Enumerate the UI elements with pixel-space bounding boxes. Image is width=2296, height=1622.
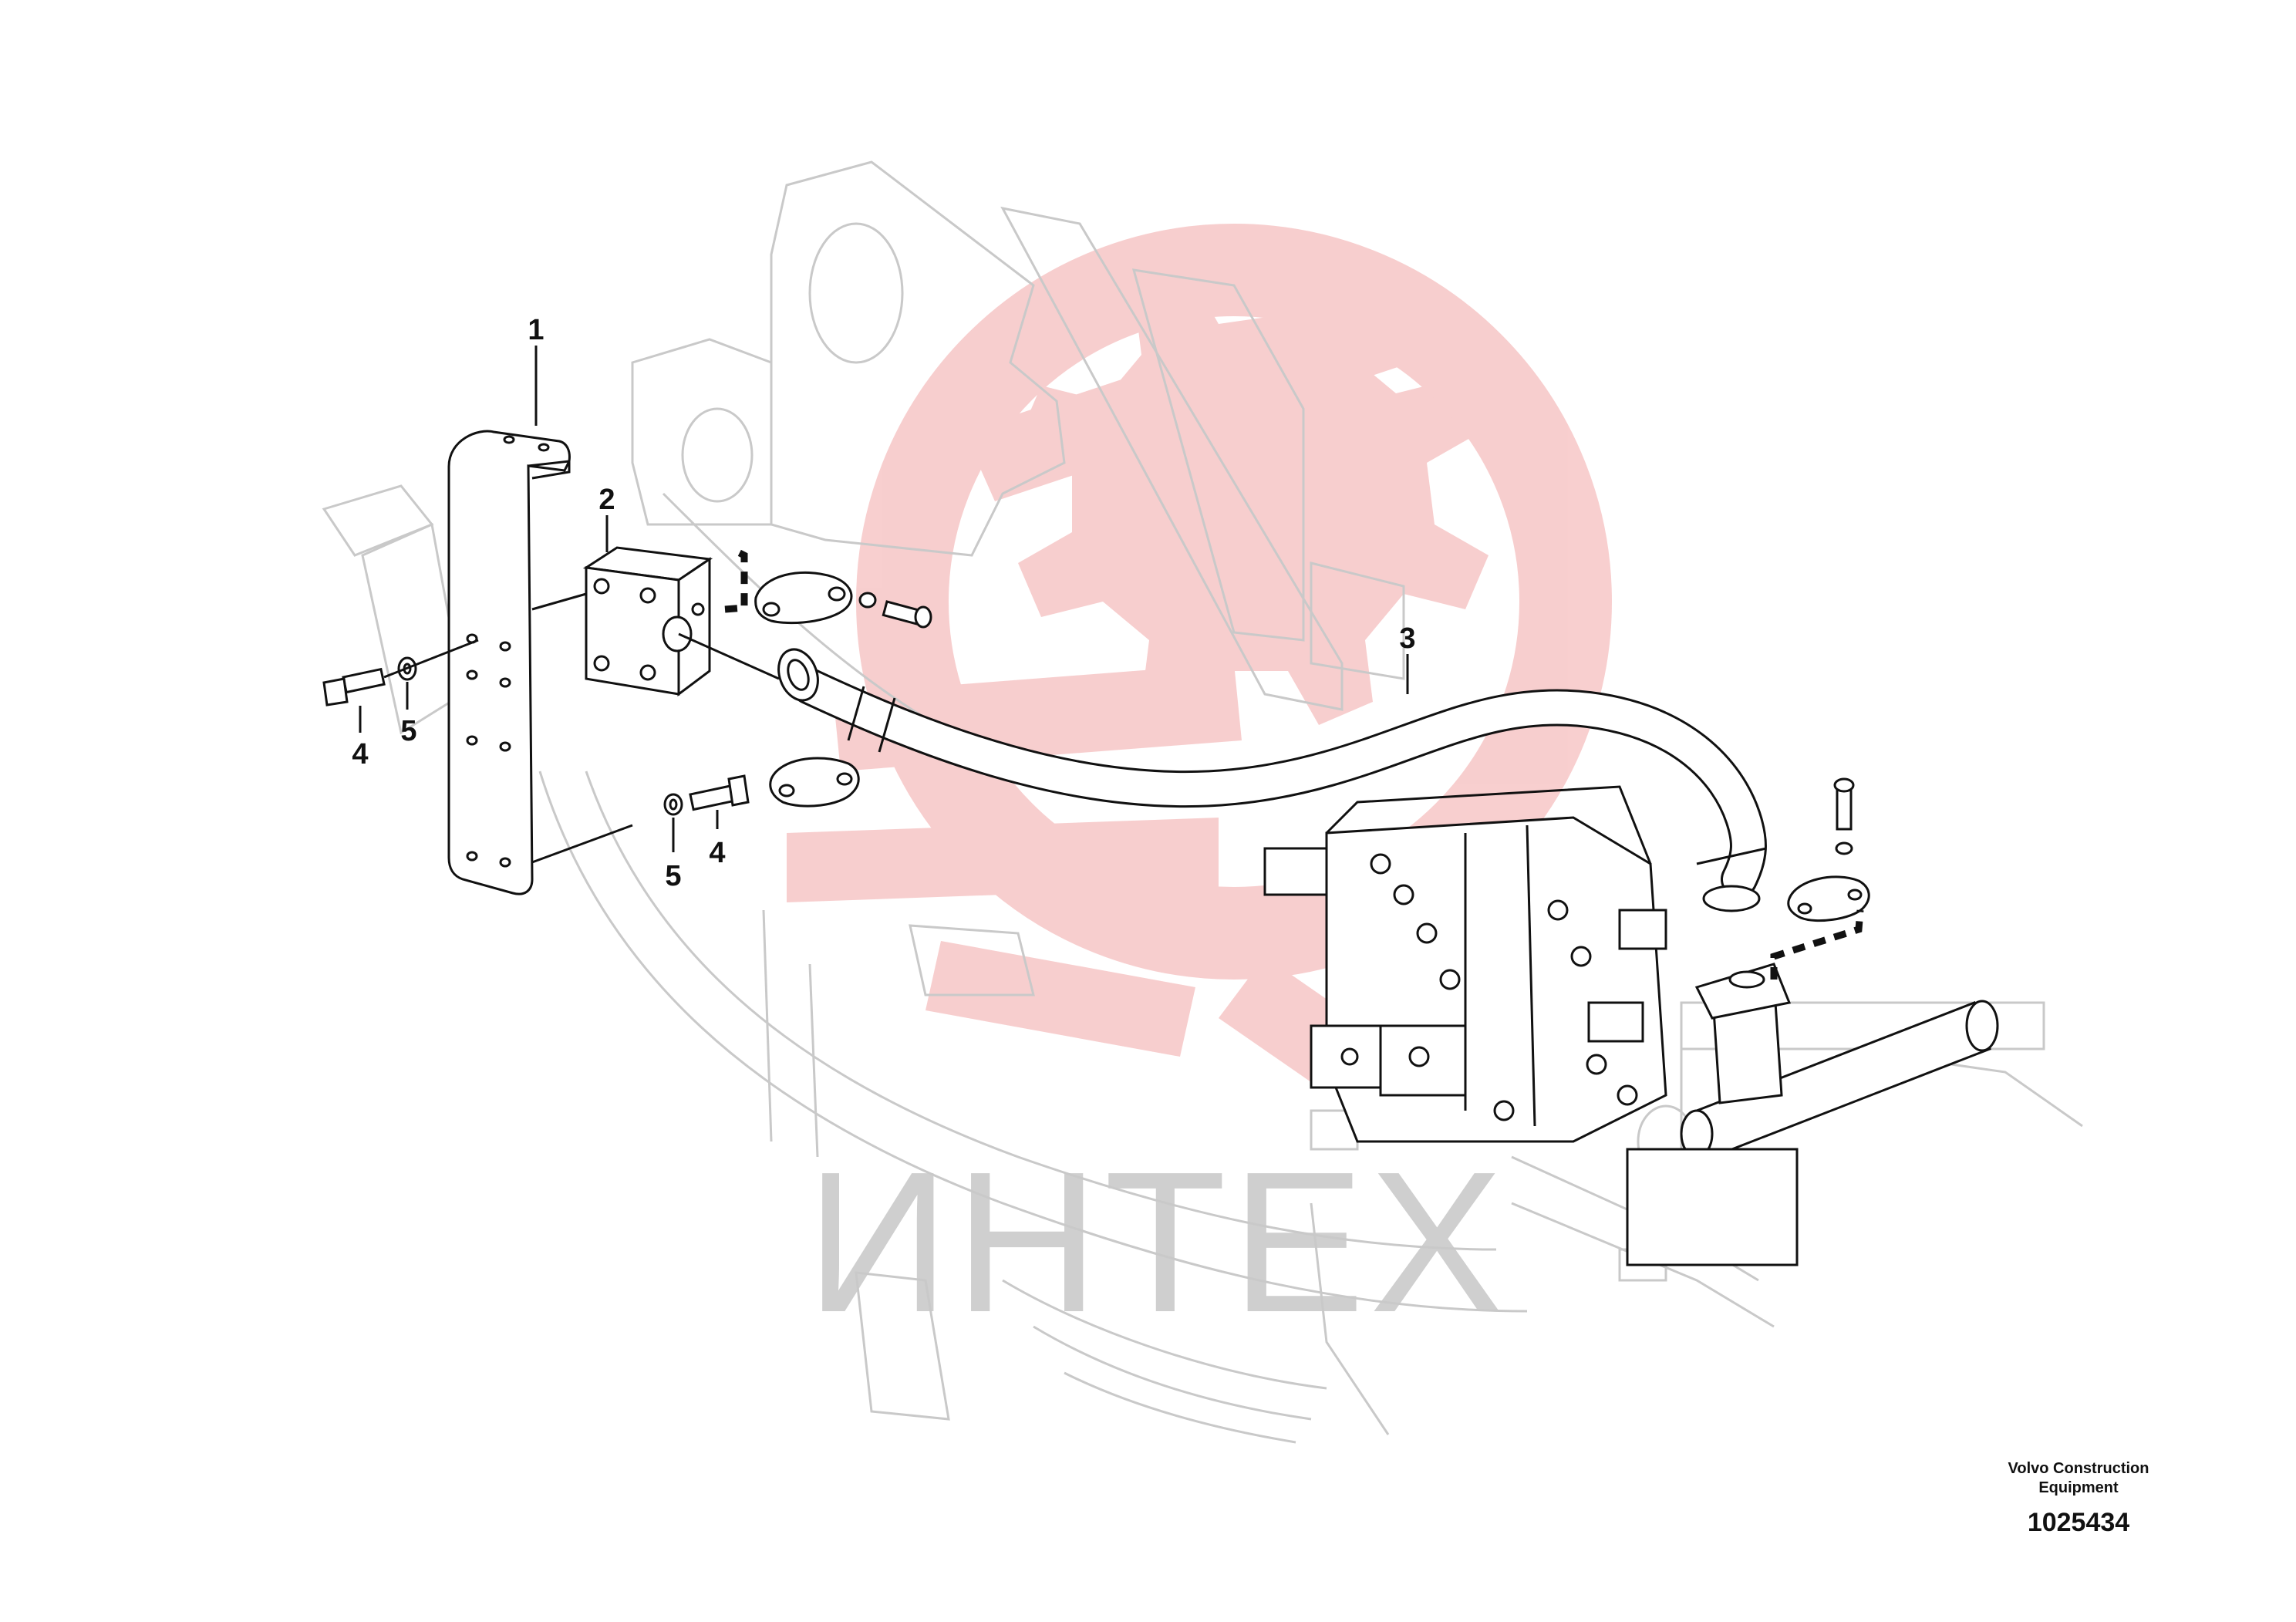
callout-4-lower: 4 xyxy=(709,837,725,869)
drawing-number: 1025434 xyxy=(2028,1508,2129,1537)
bolt-part-4-left xyxy=(322,667,386,706)
watermark-text: ИНТЕХ xyxy=(806,1131,1508,1354)
callout-5-left: 5 xyxy=(400,715,416,747)
hydraulic-hose-part-3 xyxy=(777,648,1767,912)
footer-company-line-1: Volvo Construction xyxy=(2008,1460,2149,1477)
footer-label: Volvo Construction Equipment 1025434 xyxy=(2008,1460,2149,1537)
footer-company-line-2: Equipment xyxy=(2038,1479,2119,1496)
washer-part-5-lower xyxy=(663,793,683,816)
bolt-upper-flange xyxy=(858,592,932,629)
split-flange-upper xyxy=(754,572,853,625)
bolt-right-flange xyxy=(1833,777,1855,855)
callout-3: 3 xyxy=(1399,622,1415,655)
bolt-part-4-lower xyxy=(689,774,750,811)
control-valve-assembly xyxy=(1263,785,1667,1143)
callout-leader-lines xyxy=(359,346,1409,852)
dashed-connector-right xyxy=(1770,909,1864,980)
callout-1: 1 xyxy=(528,314,544,346)
split-flange-lower xyxy=(769,757,860,808)
bracket-part-1 xyxy=(447,430,571,895)
callout-4-left: 4 xyxy=(352,738,368,771)
dashed-connector-upper xyxy=(724,548,748,613)
assembly-guide-lines xyxy=(383,592,780,864)
callout-5-lower: 5 xyxy=(665,860,681,892)
block-part-2 xyxy=(582,546,713,696)
split-flange-right xyxy=(1787,875,1870,922)
washer-part-5-left xyxy=(397,656,417,681)
callout-2: 2 xyxy=(598,484,615,516)
right-pipe-assembly xyxy=(1626,963,1999,1266)
